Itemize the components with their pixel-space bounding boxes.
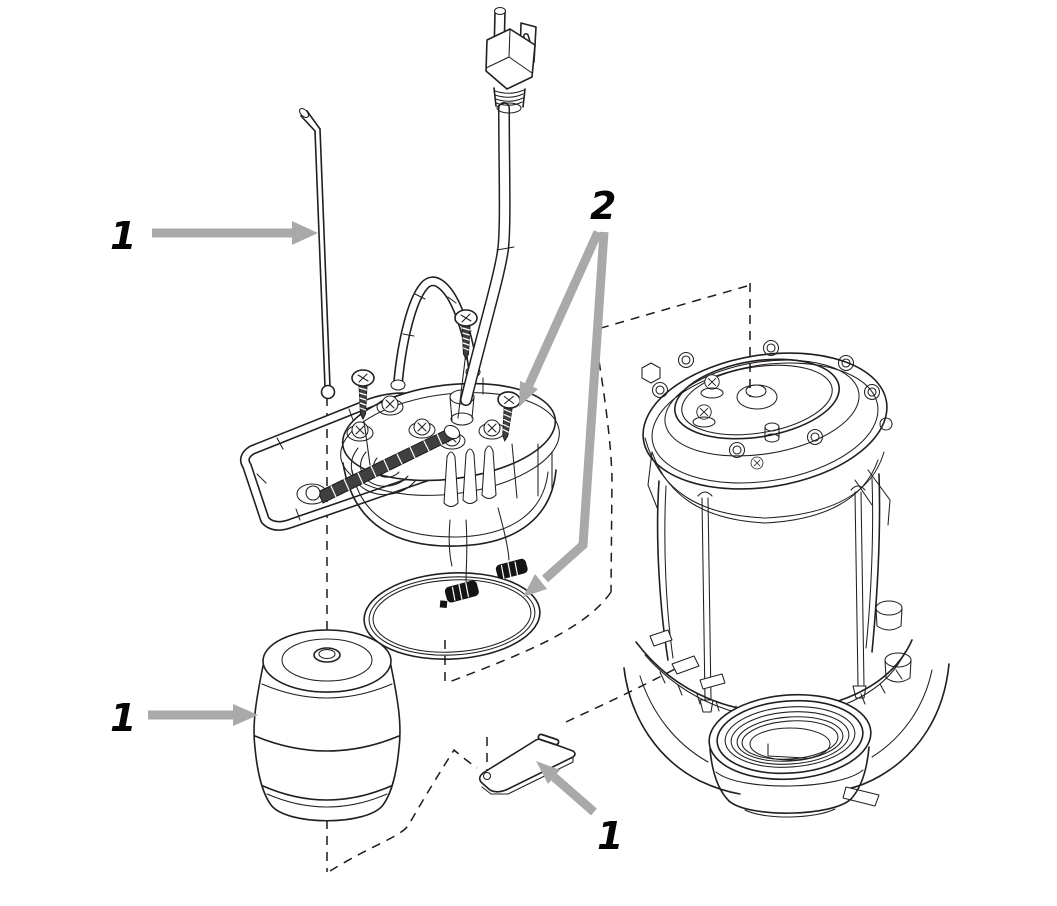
mounting-screws	[351, 309, 522, 499]
cover-o-ring	[363, 572, 541, 660]
callout-label-float-rod: 1	[110, 214, 136, 258]
callout-arrow-bracket	[536, 761, 597, 816]
cable-clips	[439, 558, 528, 608]
callout-arrow-float	[148, 704, 258, 726]
alignment-dashed-lines-top	[593, 283, 751, 397]
power-plug	[485, 6, 537, 114]
impeller-shaft-posts	[692, 374, 764, 470]
callout-label-screws-clips: 2	[590, 184, 616, 228]
float	[253, 629, 401, 822]
switch-lever-rod	[296, 424, 461, 505]
switch-cover-assembly	[239, 276, 560, 547]
volute-base	[623, 600, 950, 807]
tie-rods	[697, 485, 867, 713]
discharge-outlet	[708, 693, 872, 818]
callout-label-float: 1	[110, 696, 136, 740]
callout-labels: 1 2 1 1	[110, 184, 623, 858]
callout-arrow-clips	[523, 231, 609, 597]
callout-arrow-float-rod	[152, 221, 318, 245]
callout-arrows	[148, 221, 609, 816]
power-cord	[460, 102, 515, 406]
float-rod-bracket	[478, 733, 576, 795]
callout-arrow-screw	[519, 230, 603, 407]
float-rod	[298, 107, 336, 400]
callout-label-bracket: 1	[597, 814, 623, 858]
pump-housing	[623, 339, 950, 818]
